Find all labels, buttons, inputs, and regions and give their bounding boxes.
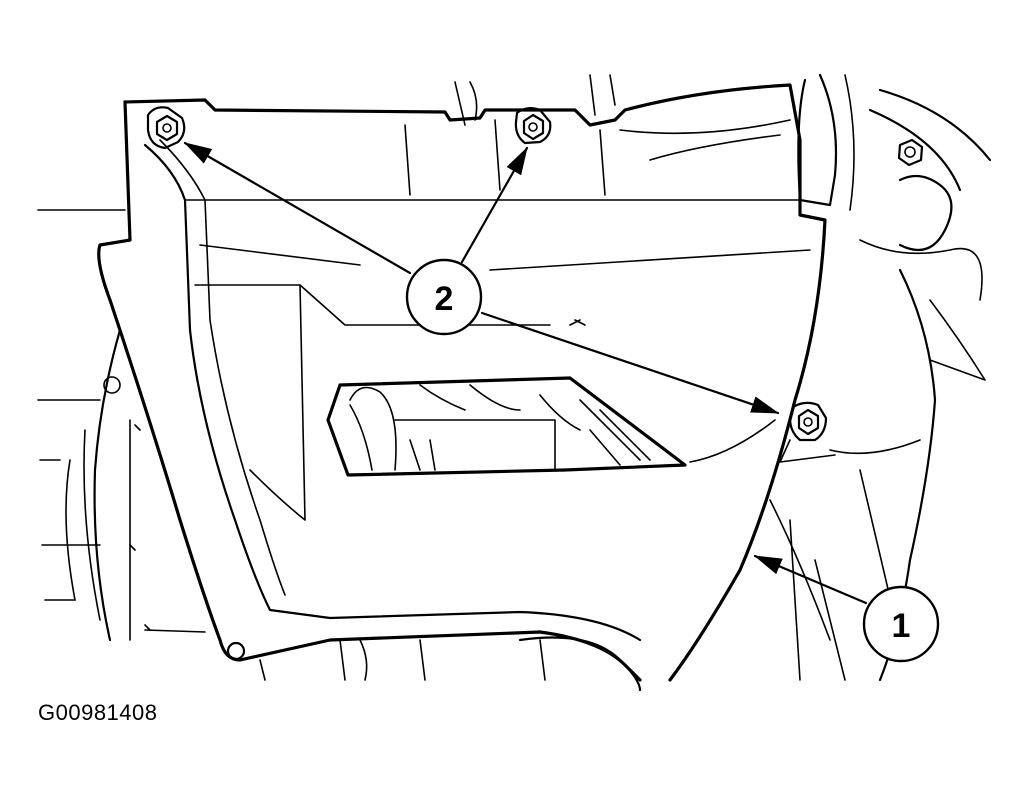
fastener-top-left xyxy=(146,106,186,150)
leader-2-top-left xyxy=(183,141,412,275)
fastener-top-center xyxy=(514,106,552,145)
leader-lines xyxy=(183,141,868,605)
leader-2-right xyxy=(480,311,780,415)
callout-2: 2 xyxy=(405,258,483,336)
callout-2-label: 2 xyxy=(435,280,454,318)
figure-code: G00981408 xyxy=(38,700,158,725)
callout-1: 1 xyxy=(862,585,940,663)
leader-2-top-center xyxy=(460,146,529,264)
fastener-right xyxy=(779,401,836,463)
background-components xyxy=(37,73,992,692)
splash-shield xyxy=(97,83,827,682)
callout-1-label: 1 xyxy=(892,607,911,645)
leader-1 xyxy=(753,554,868,605)
bolt-icon xyxy=(897,138,924,167)
